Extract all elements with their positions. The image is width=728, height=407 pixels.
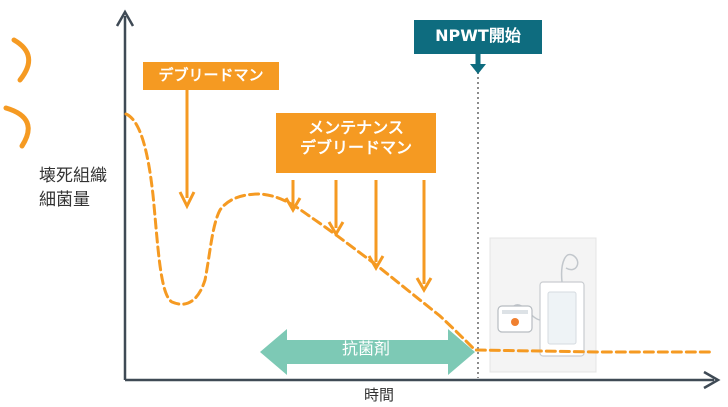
debridement-label: デブリードマン [158, 66, 264, 84]
decorative-arc-1 [11, 37, 32, 83]
x-axis-arrowhead [703, 370, 721, 390]
maintenance-arrows [284, 180, 433, 293]
npwt-arrow-head [470, 64, 486, 74]
y-axis-label: 壊死組織 細菌量 [39, 166, 107, 210]
antibacterial-double-arrow [260, 329, 475, 375]
maint-arrow-1-head [284, 197, 302, 213]
maintenance-label-box [276, 113, 436, 173]
maintenance-debridement-label: メンテナンス デブリードマン [299, 118, 412, 157]
debridement-label-box [143, 62, 279, 90]
antibacterial-label: 抗菌剤 [341, 339, 390, 358]
maint-arrow-4-head [415, 277, 433, 293]
npwt-start-label: NPWT開始 [435, 26, 521, 45]
npwt-label-box [414, 20, 542, 54]
tissue-bacteria-curve [124, 112, 716, 354]
y-axis-arrowhead [115, 9, 135, 27]
debridement-arrow-head [178, 191, 196, 210]
decorative-arc-2 [3, 105, 31, 149]
x-axis-label: 時間 [364, 386, 395, 404]
